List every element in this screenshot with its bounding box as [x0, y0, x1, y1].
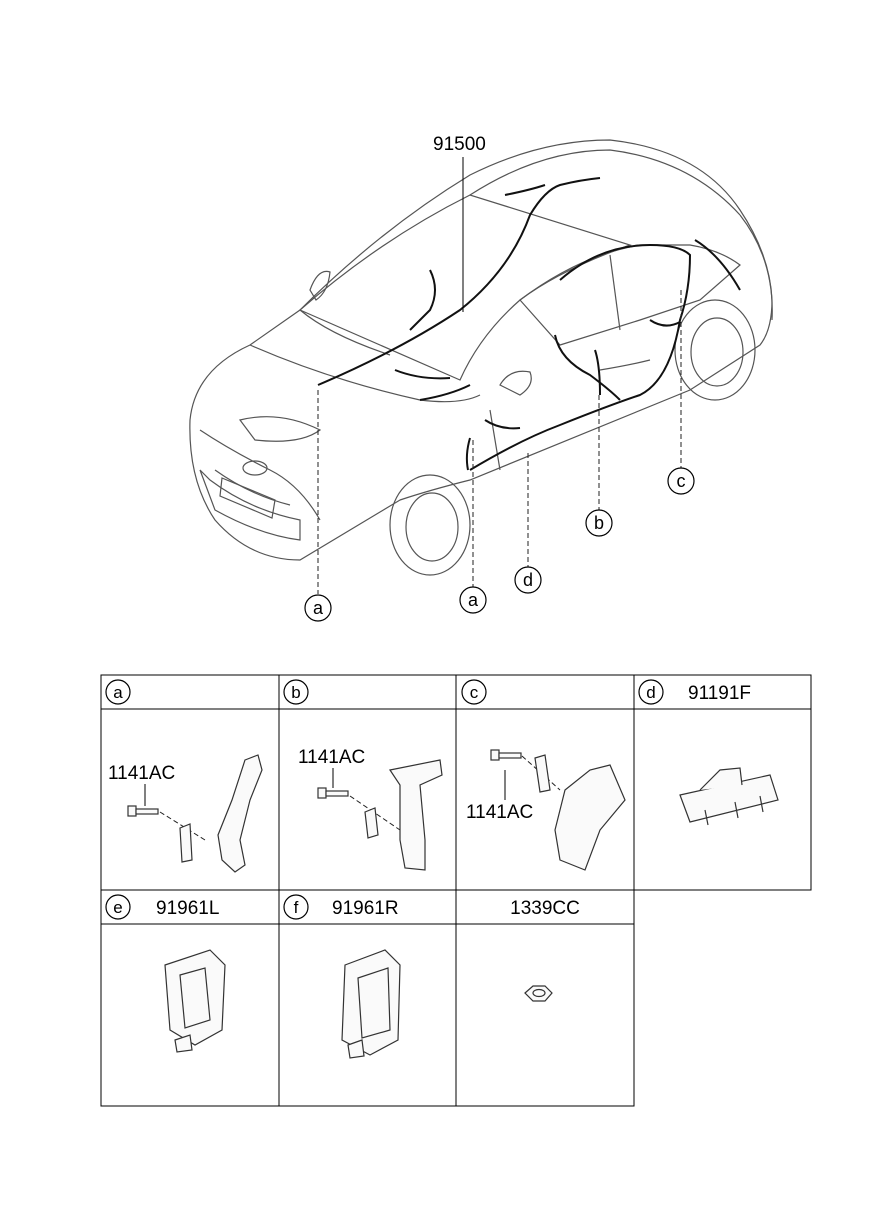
- nut-icon: [524, 985, 553, 1002]
- cell-c-letter: c: [461, 679, 487, 705]
- svg-text:b: b: [291, 683, 300, 702]
- main-part-number: 91500: [433, 134, 486, 155]
- svg-text:d: d: [523, 570, 533, 590]
- cell-c: c 1141AC: [461, 679, 626, 871]
- callout-b: b: [585, 509, 613, 537]
- svg-text:c: c: [470, 683, 479, 702]
- clip-icon: [679, 767, 779, 826]
- svg-text:d: d: [646, 683, 655, 702]
- main-part-label: 91500: [433, 134, 486, 312]
- bracket-icon: [179, 754, 263, 873]
- svg-text:f: f: [294, 898, 299, 917]
- cell-f-part-number: 91961R: [332, 898, 399, 919]
- car-illustration: [189, 139, 773, 576]
- callout-a-front: a: [304, 594, 332, 622]
- cell-a-part-label: 1141AC: [108, 763, 175, 784]
- cell-d-part-number: 91191F: [688, 683, 751, 704]
- callout-a-door: a: [459, 586, 487, 614]
- cell-e-part-number: 91961L: [156, 898, 219, 919]
- bolt-icon: [490, 749, 522, 761]
- bracket-icon: [364, 759, 443, 871]
- car-callouts: a a b c d: [304, 290, 695, 622]
- cell-b: b 1141AC: [283, 679, 443, 871]
- svg-text:b: b: [594, 513, 604, 533]
- cell-a: a 1141AC: [105, 679, 263, 873]
- bolt-icon: [127, 805, 159, 817]
- cover-right-icon: [341, 949, 401, 1059]
- cell-e-letter: e: [105, 894, 131, 920]
- cover-left-icon: [164, 949, 226, 1053]
- svg-text:c: c: [677, 471, 686, 491]
- cell-c-part-label: 1141AC: [466, 802, 533, 823]
- callout-d: d: [514, 566, 542, 594]
- wiring-harness: [317, 177, 741, 471]
- cell-f-letter: f: [283, 894, 309, 920]
- cell-b-part-label: 1141AC: [298, 747, 365, 768]
- cell-d: d 91191F: [638, 679, 779, 826]
- cell-e: e 91961L: [105, 894, 226, 1053]
- cell-b-letter: b: [283, 679, 309, 705]
- svg-text:a: a: [113, 683, 123, 702]
- bolt-icon: [317, 787, 349, 799]
- detail-table: a 1141AC b 1141AC: [100, 674, 812, 1107]
- cell-f: f 91961R: [283, 894, 401, 1059]
- svg-text:a: a: [468, 590, 479, 610]
- svg-text:e: e: [113, 898, 122, 917]
- cell-a-letter: a: [105, 679, 131, 705]
- svg-text:a: a: [313, 598, 324, 618]
- cell-d-letter: d: [638, 679, 664, 705]
- bracket-icon: [534, 754, 626, 871]
- cell-nut-part-number: 1339CC: [510, 898, 580, 919]
- cell-nut: 1339CC: [510, 898, 580, 1002]
- callout-c: c: [667, 467, 695, 495]
